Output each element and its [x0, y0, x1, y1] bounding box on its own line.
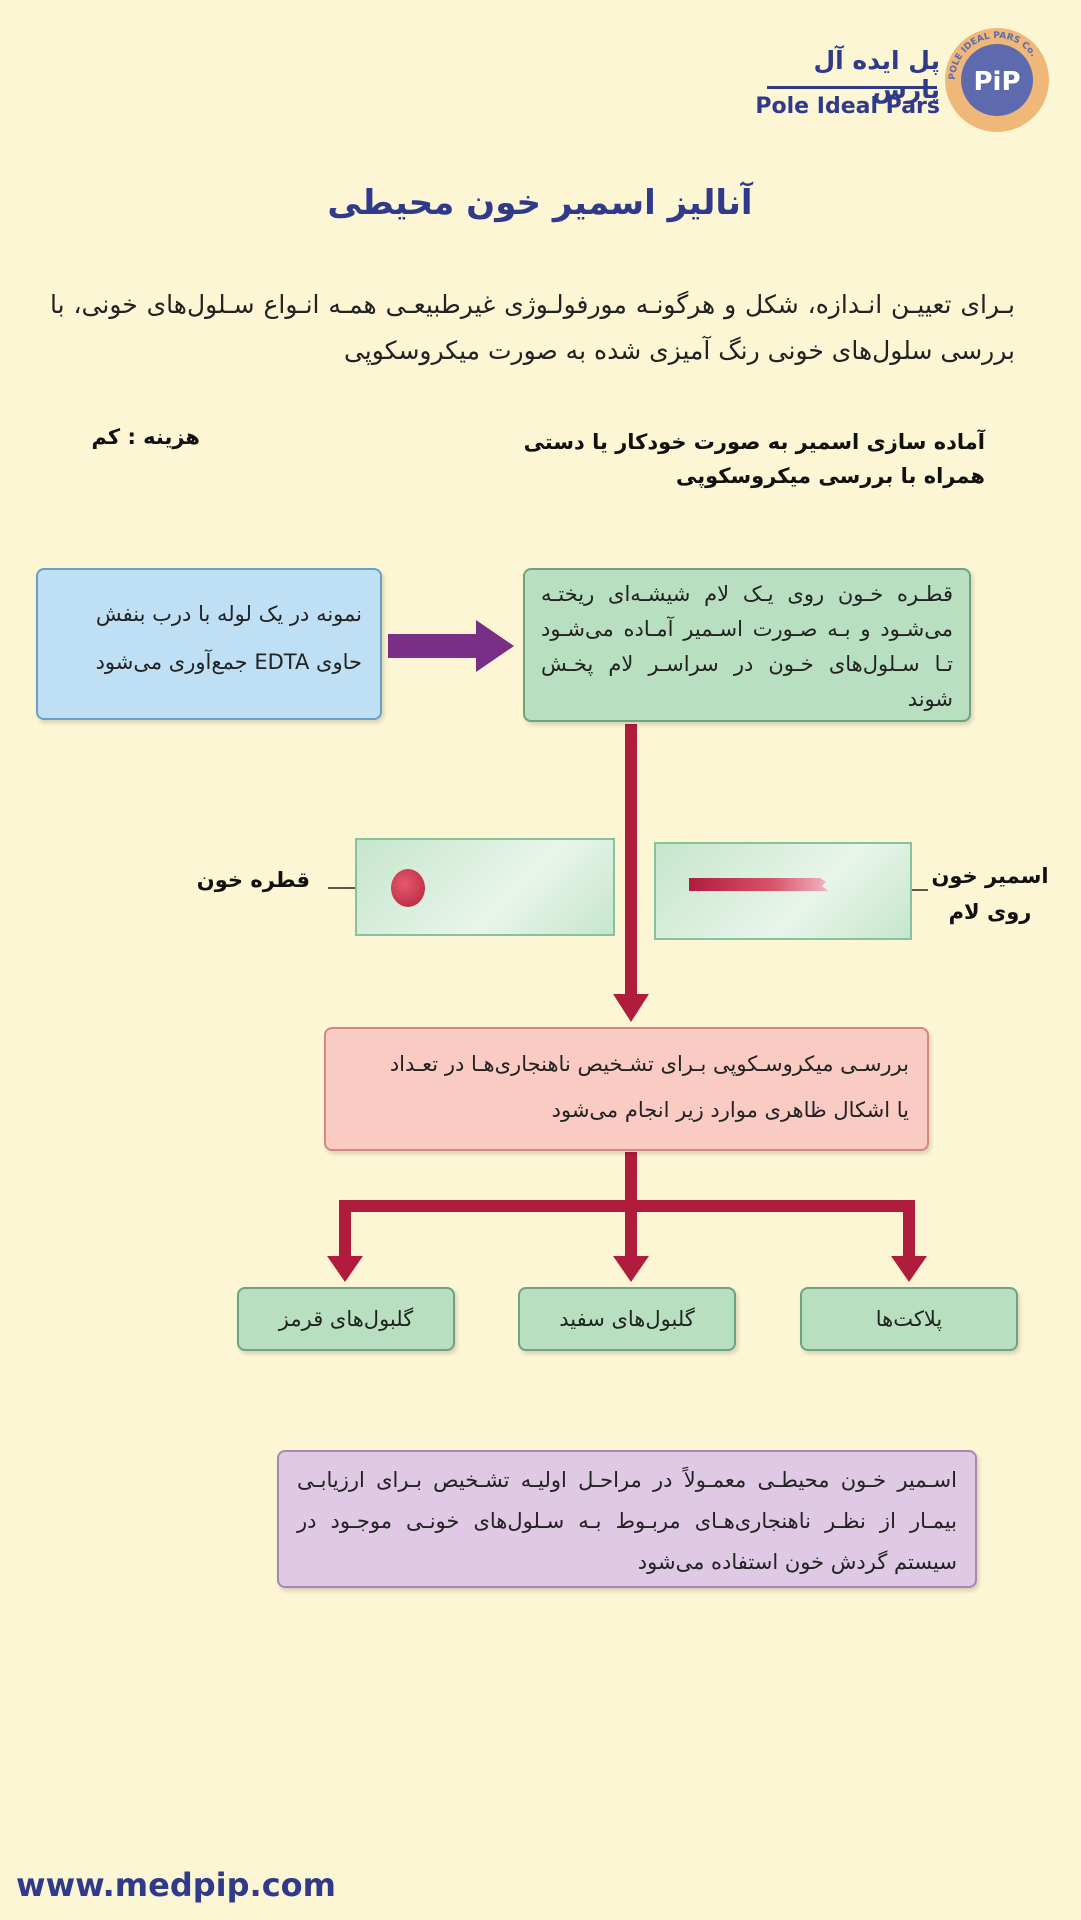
red-blood-cells-box: گلبول‌های قرمز: [237, 1287, 455, 1351]
micro-to-cells-branch: [327, 1152, 927, 1282]
sample-collection-box: نمونه در یک لوله با درب بنفش حاوی EDTA ج…: [36, 568, 382, 720]
sample-line-2: حاوی EDTA جمع‌آوری می‌شود: [56, 638, 362, 686]
drop-label: قطره خون: [190, 868, 310, 892]
sample-line-1: نمونه در یک لوله با درب بنفش: [56, 590, 362, 638]
platelets-box: پلاکت‌ها: [800, 1287, 1018, 1351]
smear-prep-box: قطـره خـون روی یـک لام شیشـه‌ای ریختـه م…: [523, 568, 971, 722]
blood-drop-icon: [391, 869, 425, 907]
microscopy-box: بررسـی میکروسـکوپی بـرای تشـخیص ناهنجاری…: [324, 1027, 929, 1151]
prep-to-micro-arrow: [613, 724, 649, 1022]
sample-to-prep-arrow: [388, 620, 514, 672]
summary-note-box: اسـمیر خـون محیطـی معمـولاً در مراحـل او…: [277, 1450, 977, 1588]
white-blood-cells-box: گلبول‌های سفید: [518, 1287, 736, 1351]
blood-smear-icon: [656, 844, 910, 938]
smear-label: اسمیر خون روی لام: [930, 858, 1050, 930]
smear-label-line-1: اسمیر خون: [930, 858, 1050, 894]
slide-with-smear: [654, 842, 912, 940]
micro-line-2: یا اشکال ظاهری موارد زیر انجام می‌شود: [344, 1087, 909, 1133]
website-link[interactable]: www.medpip.com: [16, 1866, 336, 1904]
micro-line-1: بررسـی میکروسـکوپی بـرای تشـخیص ناهنجاری…: [344, 1041, 909, 1087]
smear-label-line-2: روی لام: [930, 894, 1050, 930]
